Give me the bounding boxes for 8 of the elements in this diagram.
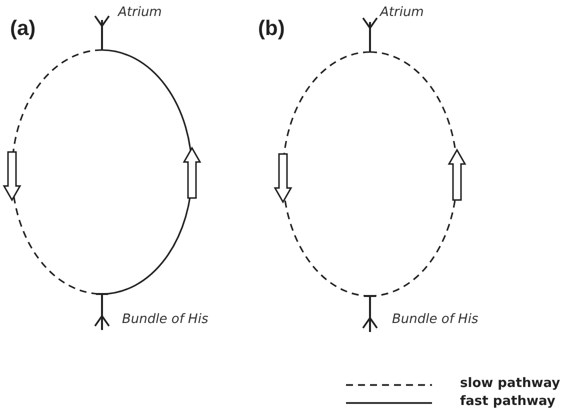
- structure-label: Atrium: [380, 6, 424, 19]
- structure-label: Bundle of His: [392, 313, 478, 326]
- panel-label: (a): [10, 18, 36, 39]
- panel-label: (b): [258, 18, 285, 39]
- legend-text: slow pathway: [460, 377, 560, 390]
- legend-text: fast pathway: [460, 395, 556, 408]
- structure-label: Atrium: [118, 6, 162, 19]
- structure-label: Bundle of His: [122, 313, 208, 326]
